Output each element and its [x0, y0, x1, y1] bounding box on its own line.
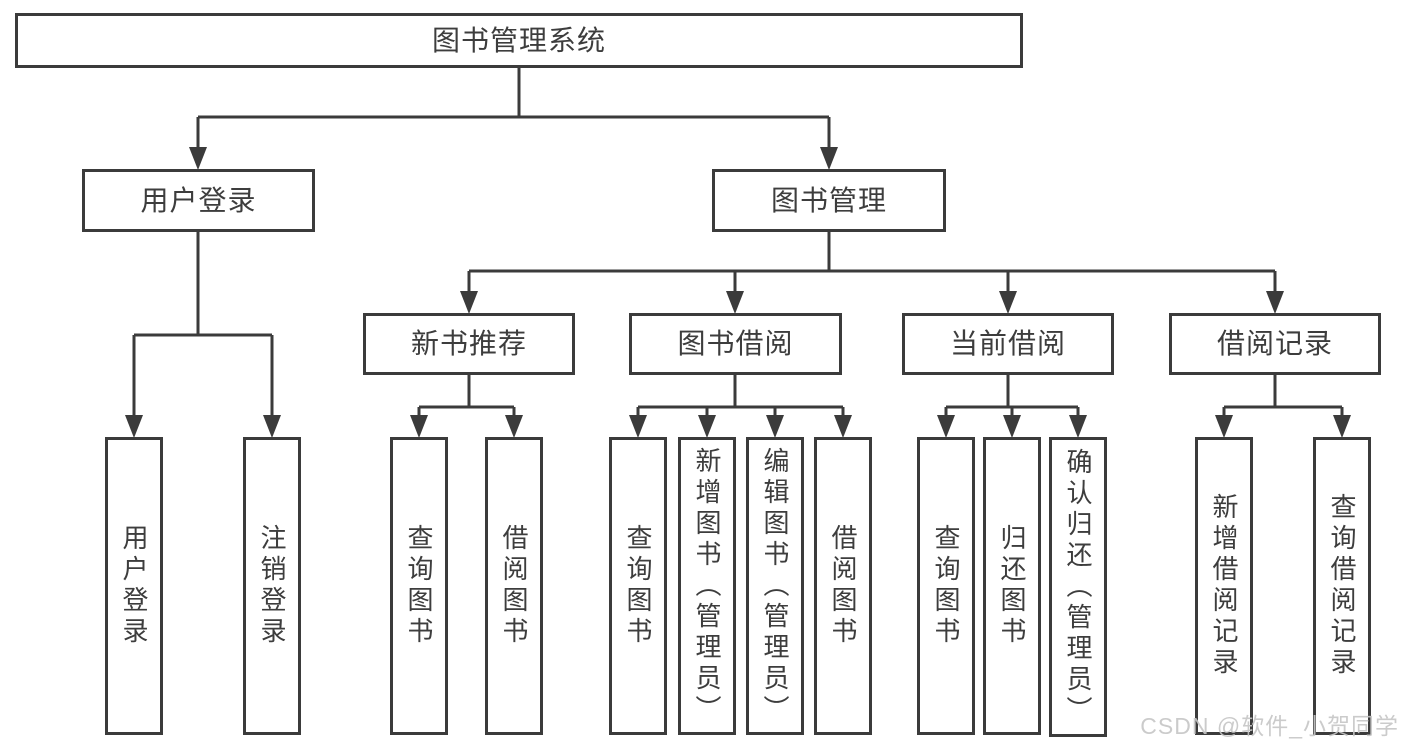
- leaf-query-books-borrowing: 查询图书: [609, 437, 667, 735]
- arrowhead: [505, 415, 523, 438]
- leaf-borrow-books-recommend: 借阅图书: [485, 437, 543, 735]
- arrowhead: [460, 291, 478, 314]
- arrowhead: [1069, 415, 1087, 438]
- connector-current-borrowing-children: [944, 375, 1080, 418]
- arrowhead: [629, 415, 647, 438]
- arrowhead: [1333, 415, 1351, 438]
- arrowhead: [820, 147, 838, 170]
- connector-user-login-children: [132, 232, 274, 418]
- leaf-user-login: 用户登录: [105, 437, 163, 735]
- leaf-query-borrow-record: 查询借阅记录: [1313, 437, 1371, 735]
- connector-new-book-recommend-children: [417, 375, 516, 418]
- arrowhead: [1003, 415, 1021, 438]
- leaf-return-books: 归还图书: [983, 437, 1041, 735]
- arrowhead: [698, 415, 716, 438]
- node-new-book-recommend: 新书推荐: [363, 313, 575, 375]
- leaf-query-books-current: 查询图书: [917, 437, 975, 735]
- arrowhead: [125, 415, 143, 438]
- leaf-add-books-admin: 新增图书（管理员）: [678, 437, 736, 735]
- arrowhead: [263, 415, 281, 438]
- connector-book-borrowing-children: [636, 375, 845, 418]
- node-library-management-system: 图书管理系统: [15, 13, 1023, 68]
- arrowhead: [1266, 291, 1284, 314]
- leaf-query-books-recommend: 查询图书: [390, 437, 448, 735]
- connector-borrowing-records-children: [1222, 375, 1344, 418]
- arrowhead: [766, 415, 784, 438]
- arrowhead: [937, 415, 955, 438]
- arrowhead: [726, 291, 744, 314]
- arrowhead: [1215, 415, 1233, 438]
- leaf-logout: 注销登录: [243, 437, 301, 735]
- node-book-management: 图书管理: [712, 169, 946, 232]
- arrowhead: [189, 147, 207, 170]
- arrowhead: [834, 415, 852, 438]
- connector-root-to-level2: [196, 68, 831, 150]
- leaf-add-borrow-record: 新增借阅记录: [1195, 437, 1253, 735]
- node-user-login: 用户登录: [82, 169, 315, 232]
- csdn-watermark: CSDN @软件_小贺同学: [1140, 713, 1399, 739]
- leaf-edit-books-admin: 编辑图书（管理员）: [746, 437, 804, 735]
- arrowhead: [999, 291, 1017, 314]
- node-borrowing-records: 借阅记录: [1169, 313, 1381, 375]
- connector-book-management-children: [467, 232, 1277, 294]
- leaf-confirm-return-admin: 确认归还（管理员）: [1049, 437, 1107, 737]
- node-current-borrowing: 当前借阅: [902, 313, 1114, 375]
- leaf-borrow-books-borrowing: 借阅图书: [814, 437, 872, 735]
- node-book-borrowing: 图书借阅: [629, 313, 842, 375]
- arrowhead: [410, 415, 428, 438]
